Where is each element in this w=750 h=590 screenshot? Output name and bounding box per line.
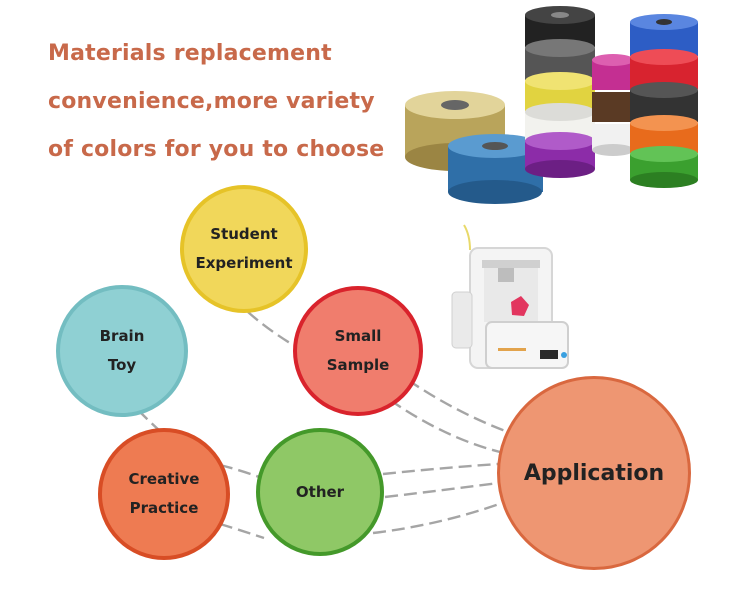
other-line-1: Other: [295, 482, 345, 501]
brain-line-2: Toy: [107, 356, 137, 374]
bubble-application: Application: [497, 376, 691, 570]
bubble-other: Other: [256, 428, 384, 556]
creative-line-2: Practice: [129, 499, 199, 517]
student-line-2: Experiment: [195, 254, 293, 272]
connector-creative-other-bottom: [219, 522, 265, 540]
small-line-2: Sample: [326, 356, 390, 374]
headline-line-3: of colors for you to choose: [48, 137, 385, 162]
connector-other-app-2: [384, 481, 499, 499]
bubble-brain-toy: Brain Toy: [56, 285, 188, 417]
connector-small-app-1: [407, 379, 509, 434]
headline-line-2: convenience,more variety: [48, 89, 375, 114]
creative-line-1: Creative: [128, 470, 200, 488]
connector-other-app-3: [372, 501, 503, 535]
connector-small-app-2: [389, 399, 501, 454]
spool-gold: [405, 91, 505, 171]
student-line-1: Student: [210, 225, 278, 243]
bubble-small-sample: Small Sample: [293, 286, 423, 416]
headline-line-1: Materials replacement: [48, 41, 332, 66]
connector-student-small: [247, 311, 299, 350]
application-line-1: Application: [523, 460, 665, 486]
spool-stack-small: [592, 54, 634, 156]
headline: Materials replacement convenience,more v…: [48, 30, 384, 174]
brain-line-1: Brain: [99, 327, 145, 345]
spool-stack-middle: [525, 6, 595, 178]
bubble-student-experiment: Student Experiment: [180, 185, 308, 313]
bubble-creative-practice: Creative Practice: [98, 428, 230, 560]
small-line-1: Small: [334, 327, 382, 345]
spool-stack-right: [630, 14, 698, 188]
connector-other-app-1: [382, 462, 499, 476]
